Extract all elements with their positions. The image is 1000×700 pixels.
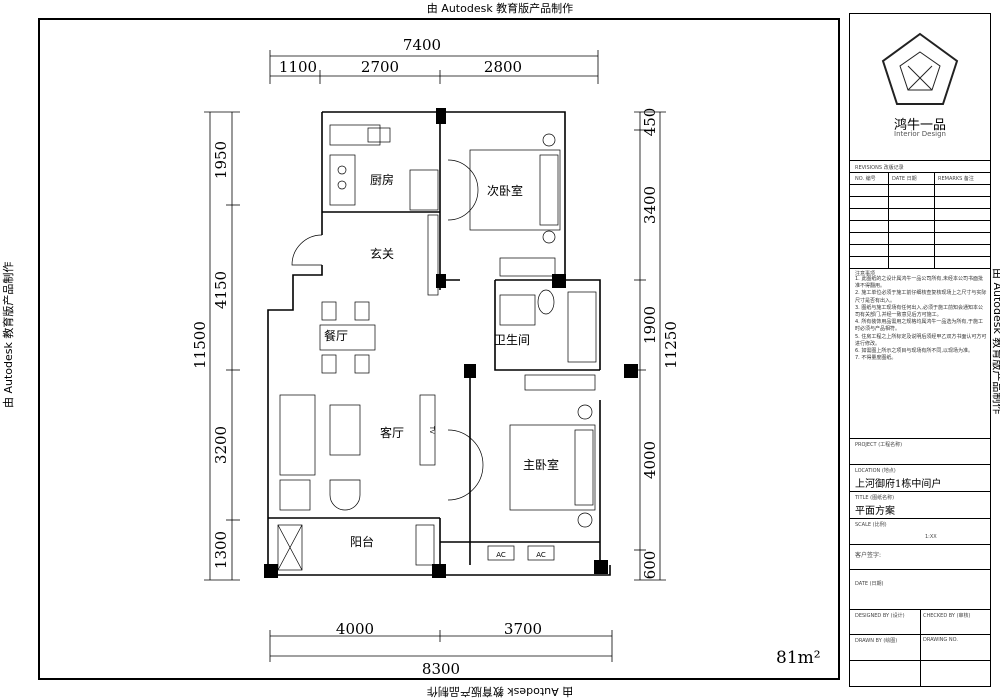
dim-right-2: 3400 (641, 186, 659, 224)
note-item: 4. 所有装饰用品需用之规格均属鸿牛一品选为所有,于施工时必须与产品相符。 (855, 319, 983, 333)
scale-value: 1:XX (925, 534, 937, 540)
title-value: 平面方案 (855, 506, 895, 517)
dim-left-3: 3200 (212, 426, 230, 464)
notes-title: 注意事项 (855, 271, 876, 277)
room-living: 客厅 (380, 425, 404, 440)
client-label: 客户签字: (855, 552, 882, 559)
room-bathroom: 卫生间 (494, 333, 530, 347)
dim-left-2: 4150 (212, 271, 230, 309)
floor-plan: 7400 1100 2700 2800 4000 3700 8300 1950 … (191, 36, 680, 678)
room-kitchen: 厨房 (370, 172, 394, 187)
title-block: 鸿牛一品 Interior Design REVISIONS 改版记录 NO. … (849, 13, 991, 687)
dim-left-total: 11500 (191, 321, 209, 369)
dim-top-1: 1100 (279, 58, 317, 76)
tv-label: TV (428, 425, 435, 435)
title-label: TITLE (图纸名称) (855, 495, 895, 501)
location-value: 上河御府1栋中间户 (855, 479, 942, 490)
project-label: PROJECT (工程名称) (855, 442, 903, 448)
dim-right-total: 11250 (662, 321, 680, 369)
note-item: 6. 如需图上所示之项目与现场有所不同,以现场为准。 (855, 348, 973, 355)
dim-left-1: 1950 (212, 141, 230, 179)
drawn-by-label: DRAWN BY (绘图) (855, 638, 898, 644)
scale-label: SCALE (比例) (855, 522, 887, 528)
ac-label-2: AC (536, 551, 546, 559)
dim-right-4: 4000 (641, 441, 659, 479)
revisions-label: REVISIONS 改版记录 (855, 165, 904, 171)
brand-subtitle: Interior Design (894, 130, 946, 138)
watermark-top: 由 Autodesk 教育版产品制作 (426, 2, 574, 15)
dim-left-4: 1300 (212, 531, 230, 569)
note-item: 3. 图纸与施工现场有任何出入,必须于施工前知会通知本公司有关部门,并经一致意见… (855, 304, 983, 319)
rev-header-remarks: REMARKS 备注 (938, 176, 974, 182)
room-balcony: 阳台 (350, 534, 374, 549)
note-item: 1. 此图纸的之设计属鸿牛一品公司所有,未经本公司书面批准不得翻用。 (855, 276, 983, 290)
floor-area: 81m² (776, 648, 821, 668)
brand-logo (881, 32, 959, 105)
watermark-right: 由 Autodesk 教育版产品制作 (991, 268, 1000, 415)
room-second-bedroom: 次卧室 (487, 183, 523, 198)
dim-right-3: 1900 (641, 306, 659, 344)
room-entry: 玄关 (370, 246, 394, 261)
notes-list: 1. 此图纸的之设计属鸿牛一品公司所有,未经本公司书面批准不得翻用。 2. 施工… (855, 276, 987, 362)
ac-label-1: AC (496, 551, 506, 559)
dim-right-5: 600 (641, 551, 659, 580)
rev-header-date: DATE 日期 (892, 176, 917, 182)
room-master-bedroom: 主卧室 (523, 457, 559, 472)
dim-bottom-total: 8300 (422, 660, 460, 678)
rev-header-no: NO. 编号 (855, 176, 876, 182)
dim-bottom-2: 3700 (504, 620, 542, 638)
dim-bottom-1: 4000 (336, 620, 374, 638)
location-label: LOCATION (地点) (855, 468, 896, 474)
brand-name: 鸿牛一品 (893, 118, 946, 133)
date-label: DATE (日期) (855, 581, 884, 587)
drawing-frame (38, 18, 840, 680)
dim-right-1: 450 (641, 108, 659, 137)
drawing-no-label: DRAWING NO. (923, 637, 958, 643)
checked-by-label: CHECKED BY (审核) (923, 613, 971, 619)
note-item: 2. 施工单位必须于施工前仔细核查复核现场上之尺寸与实际尺寸是否有出入。 (855, 290, 987, 304)
dim-top-total: 7400 (403, 36, 441, 54)
room-dining: 餐厅 (324, 328, 348, 343)
dim-top-2: 2700 (361, 58, 399, 76)
note-item: 5. 住房工程之上所标定及说明后须经甲乙双方书面认可方可进行修改。 (855, 333, 987, 347)
note-item: 7. 不得量度图纸。 (855, 355, 897, 362)
designed-by-label: DESIGNED BY (设计) (855, 613, 905, 619)
dim-top-3: 2800 (484, 58, 522, 76)
